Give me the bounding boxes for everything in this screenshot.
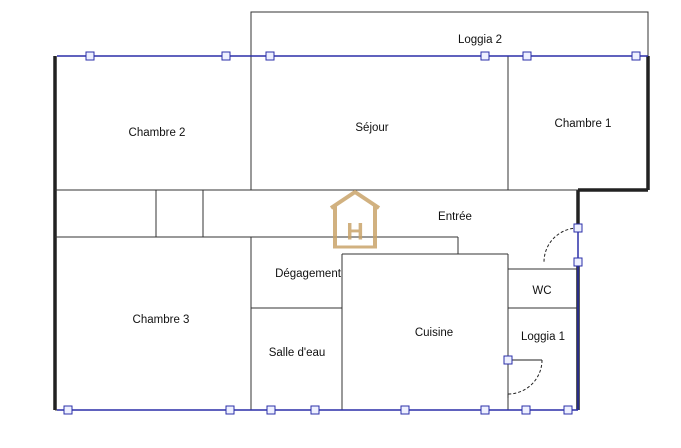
label-salle-deau: Salle d'eau [269, 347, 326, 359]
window-handle [225, 405, 235, 415]
label-chambre-3: Chambre 3 [133, 314, 190, 326]
window-handle [480, 405, 490, 415]
label-degagement: Dégagement [275, 268, 342, 280]
label-wc: WC [532, 285, 551, 297]
label-sejour: Séjour [355, 122, 388, 134]
window-handles [63, 51, 641, 415]
window-handle [310, 405, 320, 415]
window-handle [522, 51, 532, 61]
window-handle [631, 51, 641, 61]
window-handle [265, 51, 275, 61]
window-handle [480, 51, 490, 61]
window-handle [85, 51, 95, 61]
window-handle [573, 223, 583, 233]
label-loggia-2: Loggia 2 [458, 34, 502, 46]
door-entrance [543, 227, 579, 263]
window-handle [221, 51, 231, 61]
label-loggia-1: Loggia 1 [521, 331, 565, 343]
watermark-letter: H [346, 218, 363, 245]
door-loggia-1 [507, 359, 543, 398]
window-handle [563, 405, 573, 415]
interior-walls [55, 56, 578, 411]
window-handle [63, 405, 73, 415]
label-entree: Entrée [438, 211, 472, 223]
window-handle [573, 257, 583, 267]
window-handle [521, 405, 531, 415]
window-handle [400, 405, 410, 415]
window-handle [503, 355, 513, 365]
loggia-2-outline [250, 11, 649, 56]
label-chambre-2: Chambre 2 [129, 127, 186, 139]
label-chambre-1: Chambre 1 [555, 118, 612, 130]
watermark-logo: H [329, 190, 381, 249]
window-handle [266, 405, 276, 415]
label-cuisine: Cuisine [415, 327, 453, 339]
